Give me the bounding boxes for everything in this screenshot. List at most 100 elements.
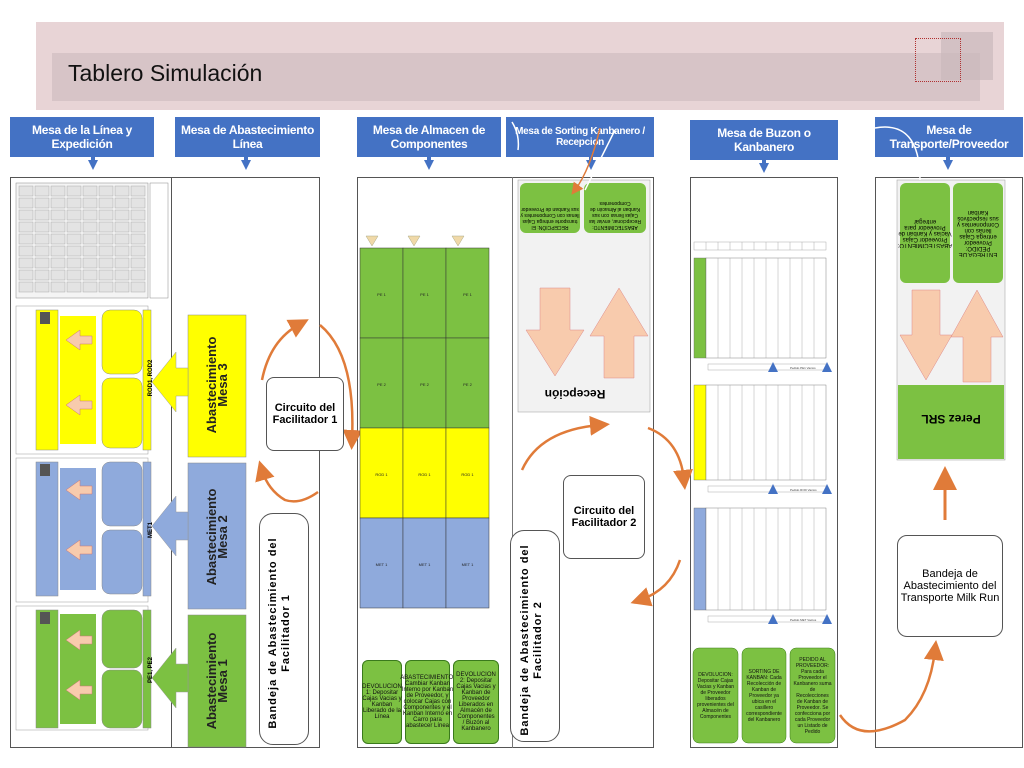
bandeja-facilitador-2-label: Bandeja de Abastecimiento del Facilitado…	[519, 544, 544, 736]
buzon-row-color	[693, 507, 707, 611]
grid-cell	[130, 245, 146, 257]
bandeja-facilitador-1-label: Bandeja de Abastecimiento del Facilitado…	[267, 537, 292, 729]
sorting-recepcion-text: RECEPCIÓN: El transporte entrega Cajas l…	[520, 206, 580, 230]
down-arrow-icon	[424, 160, 434, 170]
grid-cell	[34, 185, 50, 197]
circuit1-arc	[319, 324, 363, 450]
grid-cell	[18, 233, 34, 245]
almacen-cell-label: MET 1	[376, 562, 388, 567]
transporte-provider-label: Perez SRL	[921, 412, 981, 426]
triangle-icon	[822, 614, 832, 624]
almacen-cell	[359, 427, 404, 519]
grid-cell	[50, 185, 66, 197]
triangle-icon	[822, 362, 832, 372]
almacen-top-markers	[365, 235, 465, 247]
buzon-rack-label: Pedido PE1 Vacíos	[790, 366, 816, 370]
left-arrow-icon	[151, 647, 189, 709]
down-arrow-icon	[525, 287, 585, 377]
grid-cell	[18, 257, 34, 269]
grid-cell	[66, 197, 82, 209]
header-mesa-abastecimiento: Mesa de Abastecimiento Línea	[175, 117, 320, 157]
buzon-rack-label: Pedido MET Vacíos	[790, 618, 817, 622]
grid-cell	[34, 281, 50, 293]
down-arrow-icon	[586, 160, 596, 170]
grid-cell	[98, 281, 114, 293]
grid-cell	[114, 281, 130, 293]
grid-cell	[50, 281, 66, 293]
grid-cell	[50, 257, 66, 269]
almacen-cell-label: PE 1	[463, 292, 472, 297]
transporte-abastecimiento-text: ABASTECIMIENTO: Proveedor Cajas Vacías y…	[897, 218, 953, 248]
circuit2-arc	[630, 559, 682, 607]
circuit2-arc	[647, 426, 693, 490]
abastecimiento-mesa3-label: Abastecimiento Mesa 3	[204, 336, 230, 434]
grid-cell	[130, 257, 146, 269]
buzon-rack-label: Pedido ROD Vacíos	[790, 488, 817, 492]
grid-cell	[114, 257, 130, 269]
almacen-cell-label: ROD 1	[375, 472, 388, 477]
decorative-dotted-square	[915, 38, 961, 82]
page-title: Tablero Simulación	[68, 60, 263, 86]
down-arrow-icon	[943, 160, 953, 170]
almacen-cell-label: PE 2	[377, 382, 386, 387]
grid-cell	[34, 209, 50, 221]
transporte-abastecimiento-box	[900, 183, 950, 283]
grid-cell	[18, 281, 34, 293]
sorting-recepcion-box	[520, 183, 580, 233]
grid-cell	[114, 269, 130, 281]
down-arrow-icon	[88, 160, 98, 170]
grid-cell	[98, 197, 114, 209]
almacen-cell	[359, 337, 404, 429]
grid-cell	[98, 221, 114, 233]
almacen-cell	[402, 517, 447, 609]
grid-cell	[34, 221, 50, 233]
transporte-entrega-text: ENTREGA DE PEDIDO: Proveedor entrega Caj…	[956, 209, 1000, 257]
grid-cell	[98, 257, 114, 269]
connector-line	[511, 121, 520, 151]
abastecimiento-mesa2-label: Abastecimiento Mesa 2	[204, 488, 230, 586]
grid-cell	[66, 269, 82, 281]
grid-cell	[130, 281, 146, 293]
almacen-devolucion1-box: DEVOLUCION 1: Depositar Cajas Vacias y K…	[362, 660, 402, 744]
transporte-entrega-box	[953, 183, 1003, 283]
almacen-cell	[445, 517, 490, 609]
grid-cell	[50, 245, 66, 257]
linea-code-mesa3: ROD1, ROD2	[148, 359, 154, 397]
bandeja-facilitador-2	[510, 530, 560, 742]
circuit2-arc	[520, 415, 610, 471]
almacen-devolucion2-box: DEVOLUCION 2: Depositar Cajas Vacias y K…	[453, 660, 499, 744]
almacen-cell-label: MET 1	[419, 562, 431, 567]
grid-cell	[82, 209, 98, 221]
linea-mesa2	[15, 457, 152, 603]
sorting-recepcion-label: Recepción	[544, 387, 606, 401]
grid-cell	[18, 209, 34, 221]
connector-line	[584, 129, 616, 191]
connector-arrow	[571, 127, 601, 195]
almacen-cell-label: PE 2	[420, 382, 429, 387]
grid-cell	[98, 233, 114, 245]
grid-cell	[130, 185, 146, 197]
triangle-icon	[768, 614, 778, 624]
almacen-cell	[359, 247, 404, 339]
buzon-devolucion-box	[692, 647, 739, 744]
grid-cell	[82, 269, 98, 281]
grid-cell	[98, 185, 114, 197]
panel-divider	[171, 177, 172, 748]
up-arrow-icon	[589, 287, 649, 379]
linea-code-mesa1: PE1, PE2	[148, 657, 154, 684]
left-arrow-icon	[151, 495, 189, 557]
header-down-arrows	[88, 157, 953, 173]
buzon-row-color	[693, 257, 707, 359]
grid-cell	[50, 209, 66, 221]
grid-cell	[66, 221, 82, 233]
header-mesa-transporte: Mesa de Transporte/Proveedor	[875, 117, 1023, 157]
grid-cell	[66, 245, 82, 257]
buzon-pedido-text: PEDIDO AL PROVEEDOR: Para cada Proveedor…	[793, 656, 832, 735]
circuit-facilitador-2: Circuito del Facilitador 2	[563, 475, 645, 559]
buzon-devolucion-text: DEVOLUCION: Depositar Cajas Vacias y Kan…	[696, 671, 735, 720]
grid-cell	[50, 197, 66, 209]
sorting-abastecimiento-box	[584, 183, 646, 233]
header-mesa-sorting: Mesa de Sorting Kanbanero / Recepcion	[506, 117, 654, 157]
triangle-icon	[822, 484, 832, 494]
